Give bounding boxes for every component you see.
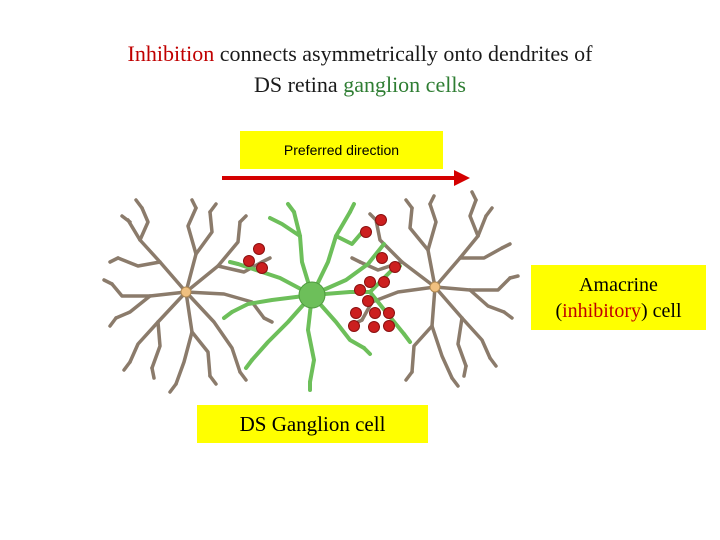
direction-arrow (222, 170, 470, 186)
ganglion-soma (298, 281, 326, 309)
amacrine-label-close: ) cell (641, 299, 682, 322)
synapse-dot (364, 276, 376, 288)
title-ganglion-word: ganglion cells (343, 72, 466, 97)
synapse-dot (350, 307, 362, 319)
amacrine-label-inhibitory: inhibitory (562, 299, 642, 322)
preferred-direction-label: Preferred direction (240, 131, 443, 169)
amacrine-soma-right (429, 281, 441, 293)
synapse-dot (348, 320, 360, 332)
synapse-dot (368, 321, 380, 333)
title-line-1-rest: connects asymmetrically onto dendrites o… (214, 41, 593, 66)
synapse-dot (354, 284, 366, 296)
synapse-dot (243, 255, 255, 267)
synapse-dot (383, 307, 395, 319)
title-line-2: DS retina ganglion cells (0, 69, 720, 100)
synapse-dot (383, 320, 395, 332)
ganglion-cell-label: DS Ganglion cell (197, 405, 428, 443)
title-inhibition-word: Inhibition (127, 41, 215, 66)
synapse-dot (378, 276, 390, 288)
synapse-dot (375, 214, 387, 226)
synapse-dot (256, 262, 268, 274)
amacrine-label-line-2: (inhibitory) cell (555, 298, 681, 324)
amacrine-label-line-1: Amacrine (579, 273, 658, 296)
amacrine-cell-label: Amacrine (inhibitory) cell (531, 265, 706, 330)
amacrine-cell-left (102, 198, 274, 394)
synapse-dot (389, 261, 401, 273)
synapse-dot (253, 243, 265, 255)
title-line-1: Inhibition connects asymmetrically onto … (0, 38, 720, 69)
amacrine-soma-left (180, 286, 192, 298)
synapse-dot (362, 295, 374, 307)
amacrine-cell-right (350, 190, 520, 388)
inhibitory-synapses (243, 214, 401, 333)
synapse-dot (369, 307, 381, 319)
amacrine-label-open-paren: ( (555, 299, 563, 322)
title-line-2-start: DS retina (253, 72, 344, 97)
synapse-dot (376, 252, 388, 264)
diagram-title: Inhibition connects asymmetrically onto … (0, 38, 720, 100)
synapse-dot (360, 226, 372, 238)
